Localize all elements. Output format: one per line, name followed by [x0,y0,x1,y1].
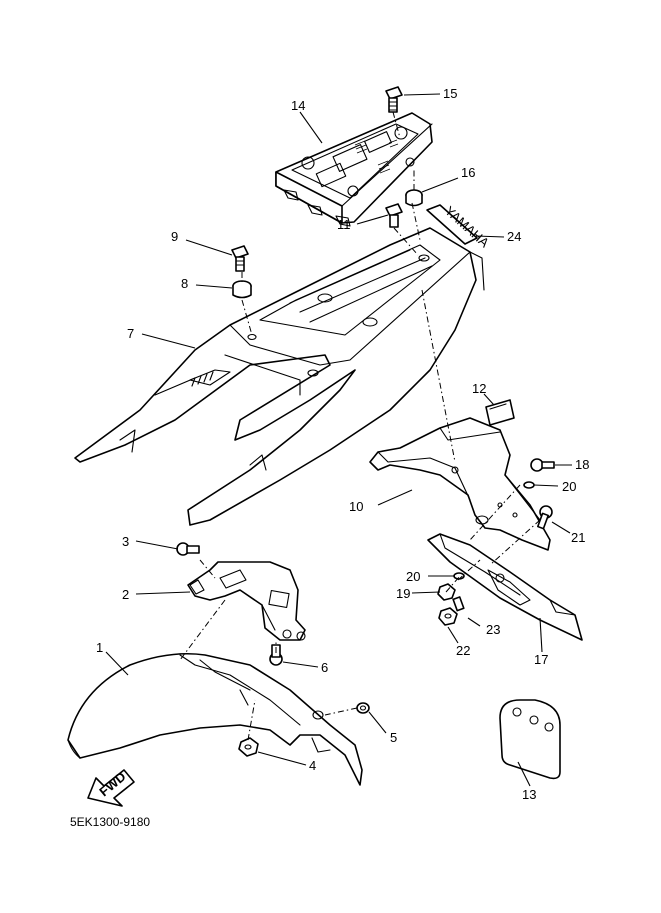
part-20-washer-b [453,572,465,580]
part-2-bracket [187,561,306,641]
callout-13: 13 [522,787,536,802]
part-7-rear-cover [74,227,485,526]
part-16-grommet [405,189,423,207]
callout-9: 9 [171,229,178,244]
part-13-number-plate [499,699,561,780]
callout-2: 2 [122,587,129,602]
callout-6: 6 [321,660,328,675]
callout-8: 8 [181,276,188,291]
part-12-reflector-block [485,399,515,426]
part-17-flap [427,533,583,641]
callout-23: 23 [486,622,500,637]
part-21-bolt [536,505,553,530]
callout-18: 18 [575,457,589,472]
part-9-bolt [231,245,249,272]
part-3-bolt [176,542,200,556]
callout-1: 1 [96,640,103,655]
callout-24: 24 [507,229,521,244]
part-5-grommet [356,702,370,714]
callout-19: 19 [396,586,410,601]
part-1-front-fender [67,652,363,786]
diagram-code: 5EK1300-9180 [70,815,150,829]
part-4-nut [238,737,259,757]
callout-14: 14 [291,98,305,113]
part-10-rear-fender [369,417,551,551]
fwd-arrow-icon: FWD [87,769,135,807]
callout-numbers: 15 14 16 24 11 9 8 7 12 18 20 21 10 3 2 … [96,86,589,802]
callout-12: 12 [472,381,486,396]
part-8-grommet [232,280,252,299]
callout-3: 3 [122,534,129,549]
part-23-collar [452,596,465,612]
part-22-nut [438,607,458,626]
assembly-lines [179,111,541,741]
callout-4: 4 [309,758,316,773]
callout-7: 7 [127,326,134,341]
callout-21: 21 [571,530,585,545]
callout-22: 22 [456,643,470,658]
callout-11: 11 [337,217,351,232]
part-15-bolt [385,86,403,113]
callout-15: 15 [443,86,457,101]
part-18-bolt [530,458,555,472]
part-20-washer-a [523,481,535,489]
callout-16: 16 [461,165,475,180]
leader-lines [105,93,572,787]
callout-20-a: 20 [562,479,576,494]
part-14-carrier [275,112,433,227]
callout-10: 10 [349,499,363,514]
callout-20-b: 20 [406,569,420,584]
part-11-bolt [385,203,403,228]
callout-5: 5 [390,730,397,745]
callout-17: 17 [534,652,548,667]
